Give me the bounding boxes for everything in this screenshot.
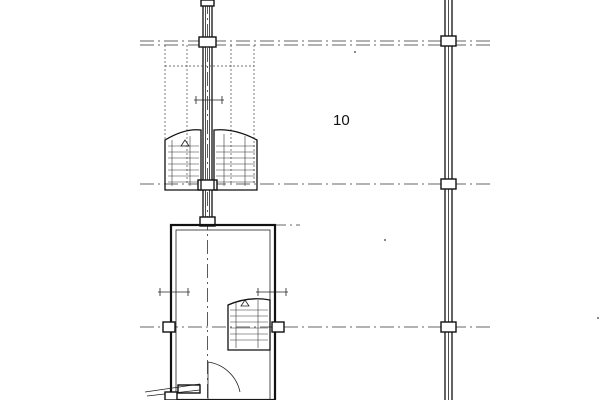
upper-stair-right: [213, 129, 258, 191]
lower-stair: [227, 298, 271, 351]
drawing-mark: [384, 239, 386, 241]
room-number-label: 10: [333, 112, 350, 129]
stair-core: [158, 223, 288, 400]
upper-stair-outline: [164, 45, 255, 184]
drawing-mark: [597, 317, 599, 319]
upper-stair-left: [164, 129, 202, 191]
grid-axis-lines: [140, 40, 492, 328]
central-wall: [194, 0, 224, 400]
door-swing: [144, 361, 241, 400]
right-facade-wall: [440, 0, 457, 400]
drawing-mark: [354, 51, 356, 53]
